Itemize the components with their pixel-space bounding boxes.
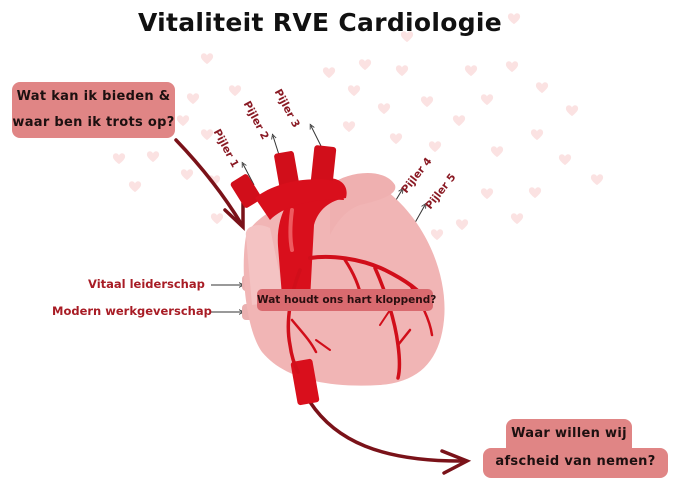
label-modern-werkgeverschap: Modern werkgeverschap: [52, 304, 212, 318]
question-offer-bubble: Wat kan ik bieden & waar ben ik trots op…: [12, 82, 175, 138]
question-farewell-line-1: Waar willen wij: [511, 426, 627, 441]
coronary-vessels: [286, 254, 434, 380]
question-farewell-bubble-top: Waar willen wij: [506, 419, 632, 449]
page-title: Vitaliteit RVE Cardiologie: [137, 8, 503, 37]
question-offer-line-2: waar ben ik trots op?: [12, 115, 175, 130]
heart-body: [230, 145, 445, 406]
question-farewell-bubble-bottom: afscheid van nemen?: [483, 448, 668, 478]
curved-arrows: [174, 138, 472, 475]
question-farewell-line-2: afscheid van nemen?: [495, 454, 656, 469]
label-vitaal-leiderschap: Vitaal leiderschap: [88, 277, 205, 291]
question-offer-line-1: Wat kan ik bieden &: [16, 89, 171, 104]
question-heartbeat-bubble: Wat houdt ons hart kloppend?: [257, 289, 436, 311]
